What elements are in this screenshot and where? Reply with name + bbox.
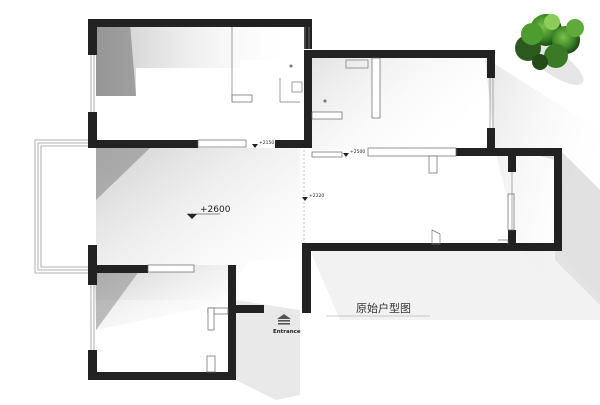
walls (88, 19, 562, 380)
level-marker-main: +2600 (187, 205, 231, 219)
entrance-arrow-icon (277, 314, 291, 325)
entrance-label: Entrance (273, 329, 301, 335)
entrance-marker: Entrance (273, 314, 301, 335)
small-level-label-3: +2220 (309, 193, 324, 199)
bathroom-fixtures (231, 27, 509, 245)
level-marker-3: +2220 (302, 193, 324, 201)
small-level-label-2: +2500 (350, 149, 365, 155)
windows (90, 27, 513, 350)
plan-title: 原始户型图 (326, 301, 430, 317)
level-marker-2: +2500 (343, 149, 365, 157)
small-level-label-1: +2150 (259, 140, 274, 146)
shadows (94, 24, 600, 400)
balcony-railing (34, 139, 89, 274)
main-level-label: +2600 (200, 205, 231, 215)
partitions (147, 57, 515, 373)
level-marker-icon (187, 214, 197, 219)
level-marker-1: +2150 (252, 140, 274, 148)
tree-icon (515, 14, 584, 85)
plan-title-text: 原始户型图 (356, 301, 411, 315)
